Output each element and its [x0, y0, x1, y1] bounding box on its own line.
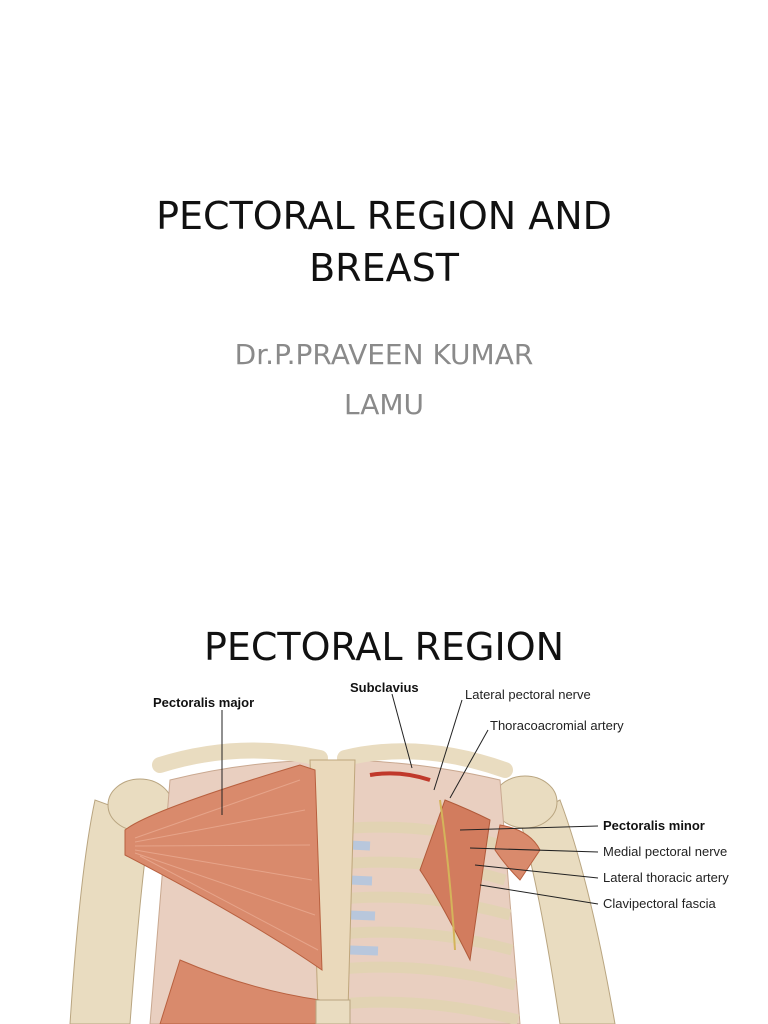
lateral-thoracic-nerve-path	[439, 799, 456, 951]
author-line1: Dr.P.PRAVEEN KUMAR	[234, 338, 534, 371]
anatomy-illustration: Subclavius Pectoralis major Lateral pect…	[0, 670, 768, 1024]
right-clavicle	[152, 742, 328, 773]
left-clavicle	[337, 743, 513, 778]
lumbar-vertebra	[315, 999, 351, 1024]
thoracoacromial-artery-vessel	[369, 771, 431, 782]
costal-cartilages	[349, 840, 379, 956]
label-lateral-thoracic-artery: Lateral thoracic artery	[603, 870, 729, 885]
label-pectoralis-minor: Pectoralis minor	[603, 818, 705, 833]
muscle-fibers	[134, 779, 319, 951]
deltoid-muscle	[494, 824, 541, 881]
label-lateral-pectoral-nerve: Lateral pectoral nerve	[465, 687, 591, 702]
leader-lines	[221, 693, 599, 905]
pectoralis-minor-muscle	[419, 799, 491, 962]
slide-title-line1: PECTORAL REGION AND	[156, 194, 612, 238]
slide-title-line2: BREAST	[309, 246, 459, 290]
label-thoracoacromial-artery: Thoracoacromial artery	[490, 718, 624, 733]
label-clavipectoral-fascia: Clavipectoral fascia	[603, 896, 716, 911]
author-line2: LAMU	[343, 388, 425, 421]
author-name: Dr.P.PRAVEEN KUMAR LAMU	[0, 330, 768, 430]
pectoral-anatomy-figure: Subclavius Pectoralis major Lateral pect…	[69, 680, 729, 1024]
left-humerus	[519, 799, 616, 1024]
label-pectoralis-major: Pectoralis major	[153, 695, 254, 710]
pectoral-region-slide: PECTORAL REGION	[0, 560, 768, 1024]
slide-title: PECTORAL REGION	[203, 625, 565, 669]
title-slide: PECTORAL REGION AND BREAST Dr.P.PRAVEEN …	[0, 190, 768, 430]
slide-title: PECTORAL REGION AND BREAST	[0, 190, 768, 294]
label-subclavius: Subclavius	[350, 680, 419, 695]
label-medial-pectoral-nerve: Medial pectoral nerve	[603, 844, 727, 859]
